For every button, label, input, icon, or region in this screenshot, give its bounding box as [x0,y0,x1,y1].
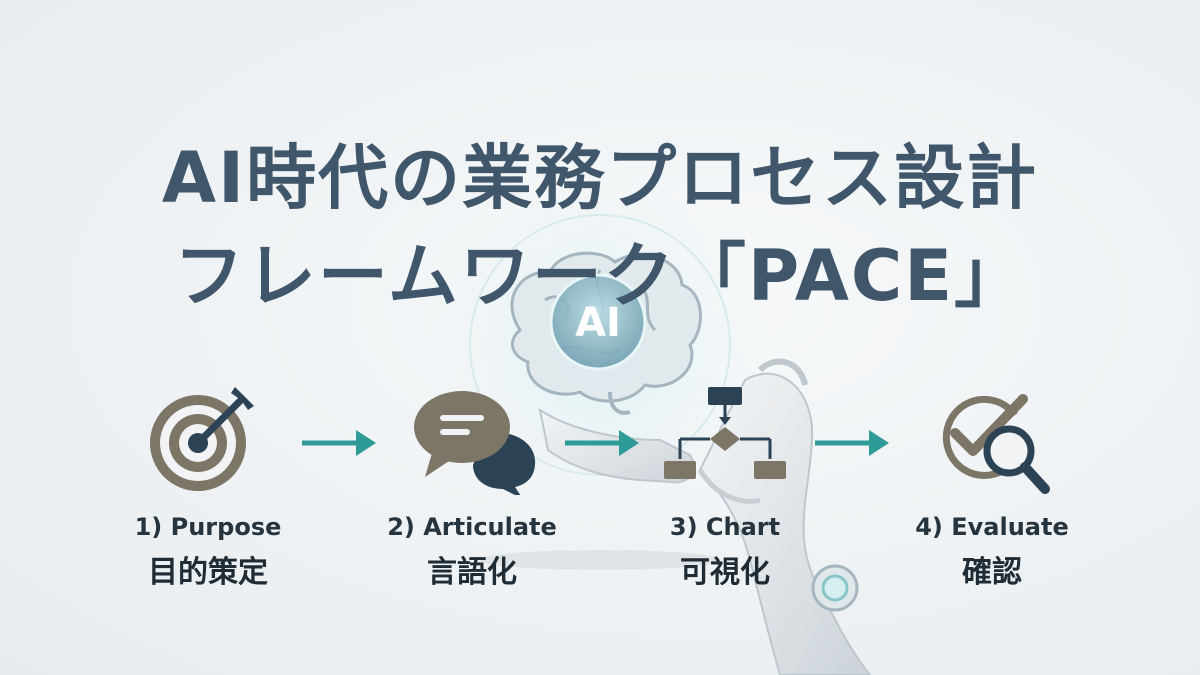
ai-badge: AI [575,300,621,346]
step-articulate: 2) Articulate 言語化 [372,385,572,591]
step-purpose-label-en: 1) Purpose [134,513,282,541]
target-icon [150,387,254,491]
ai-orb [549,273,647,371]
step-evaluate-label-ja: 確認 [962,555,1022,590]
arrow-right-icon [815,430,889,456]
speech-bubbles-icon [414,391,536,495]
step-evaluate-label-en: 4) Evaluate [915,513,1069,541]
check-magnifier-icon [942,394,1050,494]
step-chart: 3) Chart 可視化 [625,385,825,591]
step-evaluate: 4) Evaluate 確認 [892,385,1092,591]
title-line-2: フレームワーク「PACE」 [173,235,1027,317]
robot-hand-illustration [538,358,872,675]
step-chart-label-ja: 可視化 [680,555,770,590]
arrow-right-icon [565,430,639,456]
arrow-right-icon [302,430,376,456]
step-chart-label-en: 3) Chart [669,513,781,541]
step-purpose-label-ja: 目的策定 [148,555,268,590]
flowchart-icon [664,387,786,479]
step-purpose: 1) Purpose 目的策定 [108,385,308,591]
title-line-1: AI時代の業務プロセス設計 [161,137,1039,219]
step-articulate-label-en: 2) Articulate [387,513,557,541]
step-articulate-label-ja: 言語化 [427,555,517,590]
